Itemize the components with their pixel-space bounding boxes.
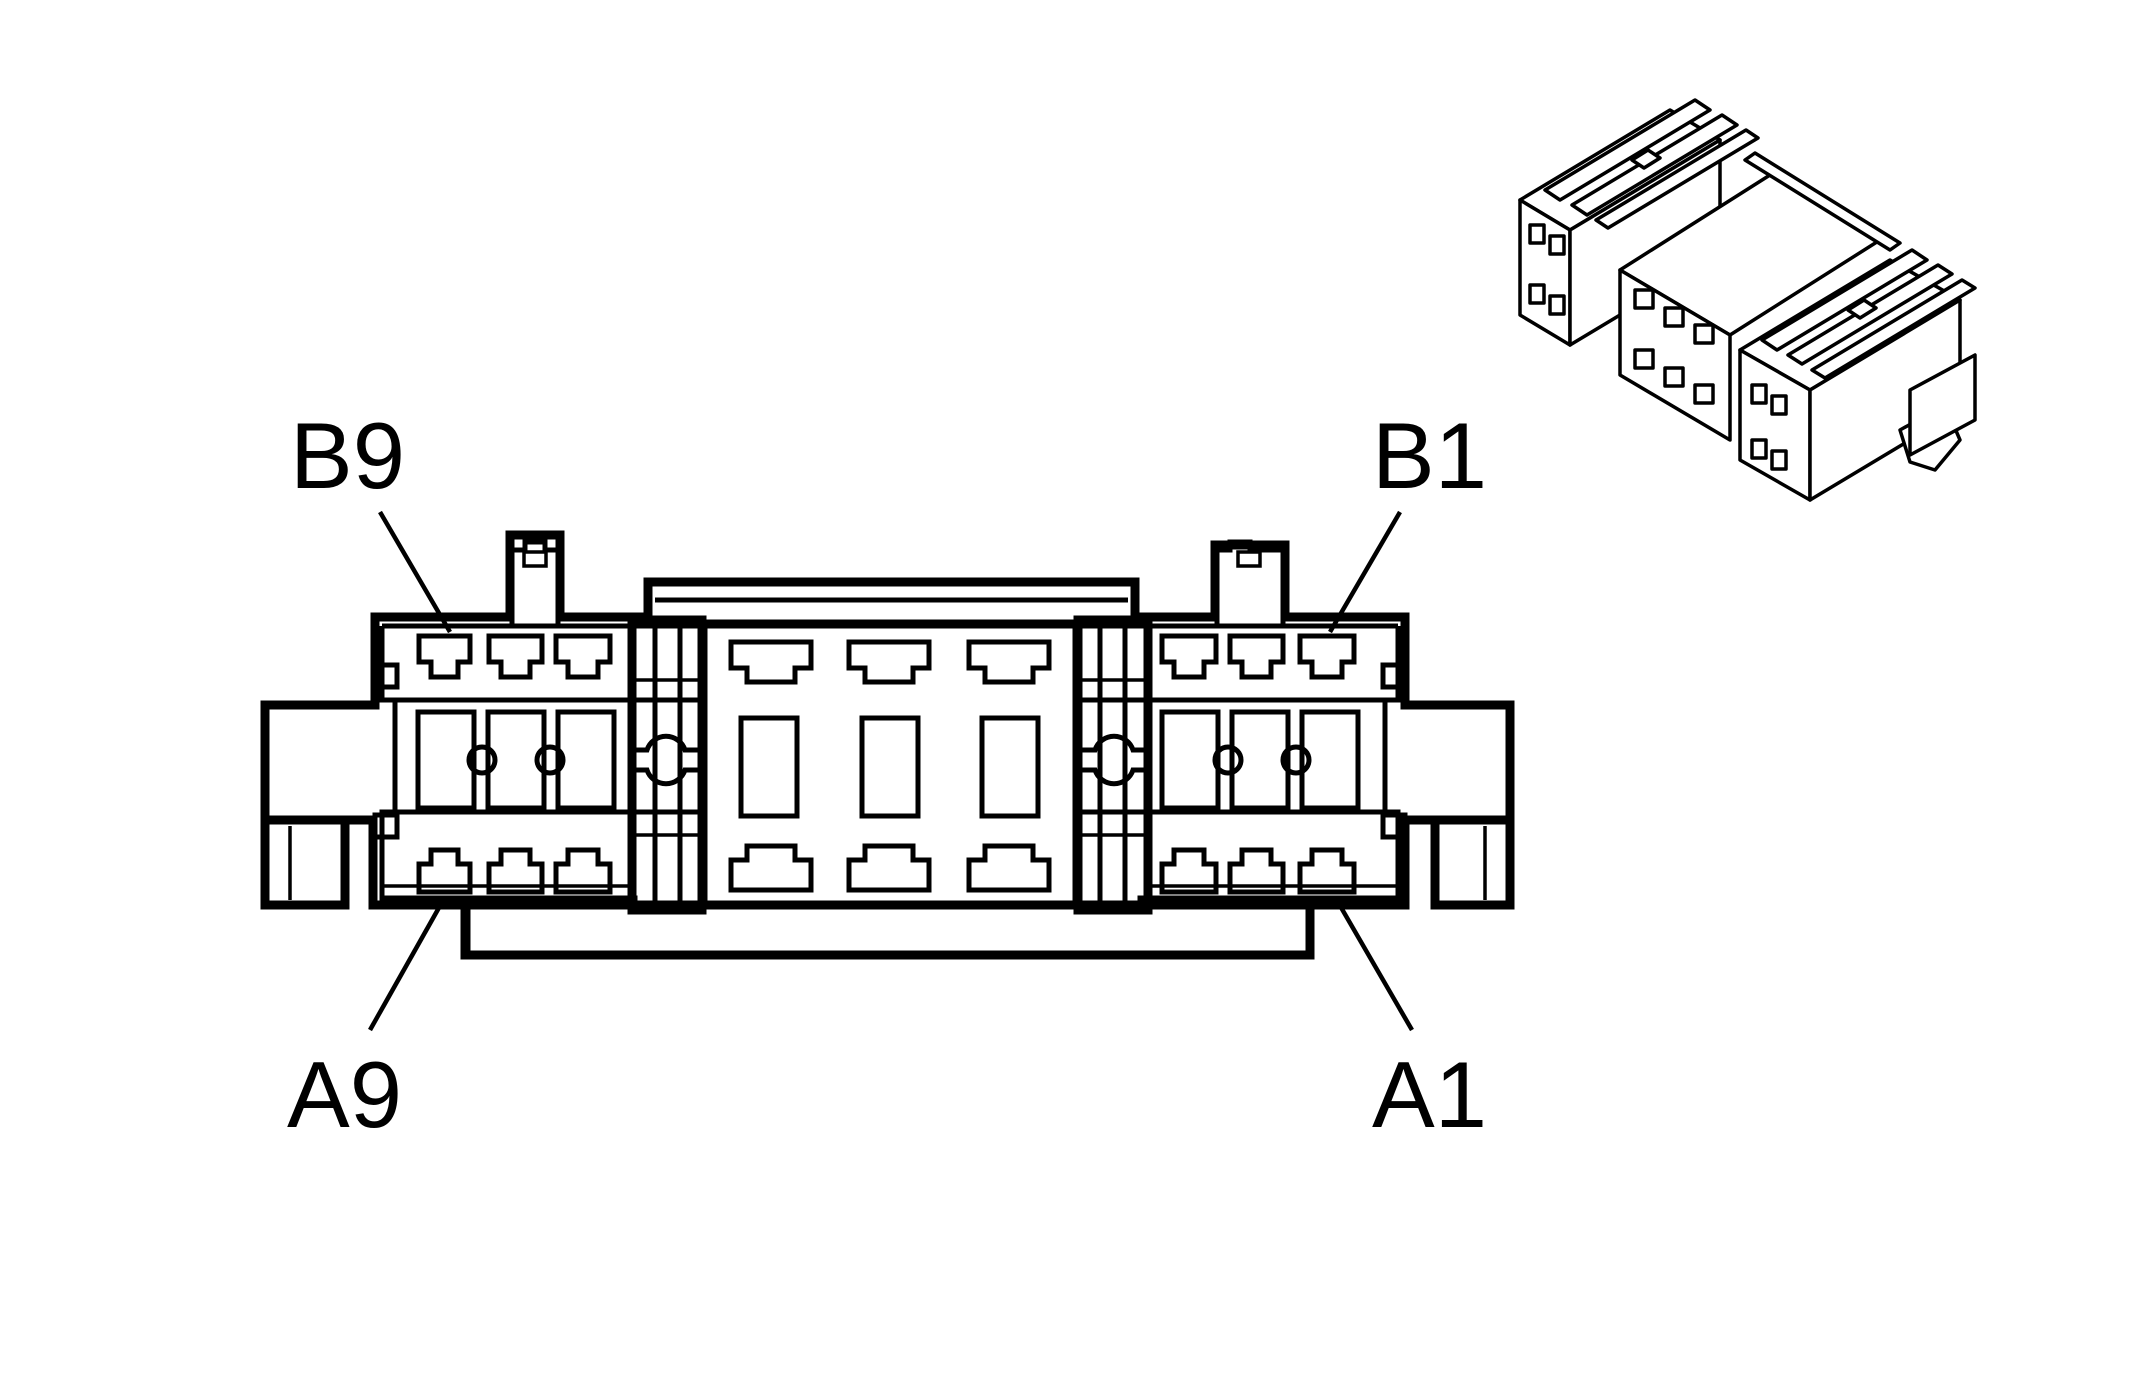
pin-b8 (486, 633, 545, 680)
center-top-block (643, 577, 1140, 629)
pin-a8 (486, 847, 545, 895)
left-lock-clip-lower (632, 767, 703, 815)
iso-lug-right (1846, 298, 1878, 320)
right-bump-lower (1380, 812, 1408, 840)
right-latch-hole-2 (1280, 744, 1312, 776)
iso-right-ridge-3 (1810, 278, 1977, 380)
right-latch-post (1214, 539, 1286, 626)
right-cavity-1 (1159, 709, 1221, 811)
housing-outline (260, 530, 1515, 960)
center-slot-3 (979, 715, 1041, 819)
right-cavity-2 (1229, 709, 1291, 811)
pin-a2 (1227, 847, 1286, 895)
center-terminal-top-3 (966, 639, 1052, 685)
leader-b9 (378, 510, 452, 634)
iso-window-4 (1548, 294, 1566, 316)
iso-left-ridge-1 (1543, 98, 1712, 202)
iso-window-9 (1663, 366, 1685, 388)
iso-window-10 (1693, 383, 1715, 405)
iso-left-ridge-3 (1594, 128, 1760, 230)
pin-a1 (1297, 847, 1357, 895)
iso-center-rail (1743, 151, 1902, 252)
iso-window-11 (1750, 383, 1768, 405)
center-terminal-top-2 (846, 639, 932, 685)
iso-window-12 (1770, 394, 1788, 416)
pin-b9 (416, 633, 473, 680)
iso-window-8 (1633, 348, 1655, 370)
left-lock-column (627, 615, 707, 915)
iso-window-7 (1693, 323, 1715, 345)
left-end-cap (260, 815, 350, 910)
center-terminal-top-1 (728, 639, 814, 685)
pin-b3 (1159, 633, 1219, 680)
leader-a1 (1333, 895, 1414, 1032)
iso-window-5 (1633, 288, 1655, 310)
center-terminal-bottom-3 (966, 843, 1052, 893)
left-latch-tab (522, 550, 548, 568)
left-cavity-3 (555, 709, 617, 811)
right-lock-clip-lower (1077, 767, 1148, 815)
left-latch-hole-1 (466, 744, 498, 776)
right-cavity-3 (1299, 709, 1361, 811)
center-section (702, 626, 1078, 905)
center-terminal-bottom-2 (846, 843, 932, 893)
left-cavity-1 (415, 709, 477, 811)
iso-window-1 (1528, 223, 1546, 245)
center-terminal-bottom-1 (728, 843, 814, 893)
leader-a9 (368, 895, 447, 1032)
connector-isometric-view (1518, 98, 1977, 502)
connector-face-view: B9 B1 A9 A1 (260, 403, 1515, 1147)
iso-left-ridge-2 (1570, 113, 1739, 217)
right-latch-hole-1 (1212, 744, 1244, 776)
center-slot-2 (859, 715, 921, 819)
bottom-skirt (461, 900, 1315, 960)
left-lock-clip-upper (632, 697, 703, 753)
pin-a3 (1159, 847, 1219, 895)
left-cavity-2 (485, 709, 547, 811)
leader-b1 (1328, 510, 1402, 634)
right-bump-upper (1380, 662, 1408, 690)
right-end-cap (1430, 815, 1515, 910)
left-bump-lower (372, 812, 400, 840)
iso-right-ridge-2 (1786, 263, 1954, 366)
label-a1: A1 (1372, 1042, 1487, 1147)
right-latch-tab (1236, 550, 1262, 568)
iso-right-ridge-1 (1760, 248, 1929, 352)
iso-window-13 (1750, 438, 1768, 460)
label-a9: A9 (287, 1042, 402, 1147)
pin-b2 (1227, 633, 1286, 680)
pin-b7 (553, 633, 613, 680)
iso-lug-top (1630, 148, 1662, 170)
right-pin-group (1159, 633, 1361, 895)
pin-a7 (553, 847, 613, 895)
left-latch-post (509, 539, 561, 626)
pin-b1 (1297, 633, 1357, 680)
iso-window-6 (1663, 306, 1685, 328)
left-lock-frame (627, 615, 707, 915)
label-b1: B1 (1372, 403, 1487, 508)
left-pin-group (415, 633, 617, 895)
center-slot-1 (738, 715, 800, 819)
iso-window-2 (1548, 234, 1566, 256)
right-lock-clip-upper (1077, 697, 1148, 753)
right-lock-column (1073, 615, 1153, 915)
iso-end-frame (1908, 353, 1977, 457)
iso-window-3 (1528, 283, 1546, 305)
right-lock-frame (1073, 615, 1153, 915)
left-latch-hole-2 (534, 744, 566, 776)
iso-window-14 (1770, 449, 1788, 471)
pin-a9 (416, 847, 473, 895)
left-bump-upper (372, 662, 400, 690)
label-b9: B9 (290, 403, 405, 508)
